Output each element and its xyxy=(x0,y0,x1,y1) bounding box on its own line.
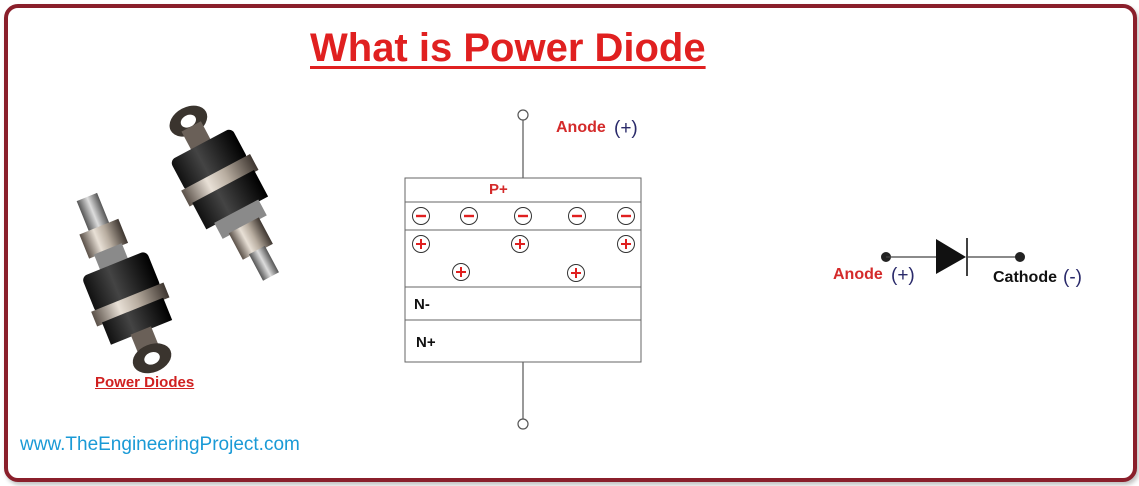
symbol-cathode-node xyxy=(1015,252,1025,262)
negative-charges xyxy=(412,207,635,225)
symbol-anode-sign: (+) xyxy=(891,265,915,286)
symbol-cathode-label: Cathode xyxy=(993,269,1057,286)
diode-symbol: Anode (+) Cathode (-) xyxy=(833,238,1082,288)
negative-charge xyxy=(568,207,586,225)
layer-p-plus-label: P+ xyxy=(489,181,508,198)
negative-charge xyxy=(412,207,430,225)
symbol-cathode-sign: (-) xyxy=(1063,267,1082,288)
positive-charge xyxy=(617,235,635,253)
negative-charge xyxy=(460,207,478,225)
website-link[interactable]: www.TheEngineeringProject.com xyxy=(20,434,300,455)
structure-anode-label: Anode xyxy=(556,119,606,136)
anode-terminal xyxy=(517,109,529,121)
layer-n-minus-label: N- xyxy=(414,296,430,313)
power-diodes-image xyxy=(76,105,279,374)
positive-charge xyxy=(452,263,470,281)
diode-triangle xyxy=(936,239,966,274)
positive-charges xyxy=(412,235,635,282)
negative-charge xyxy=(514,207,532,225)
layer-stack xyxy=(404,177,642,363)
positive-charge xyxy=(412,235,430,253)
positive-charge xyxy=(567,264,585,282)
page-title: What is Power Diode xyxy=(310,26,706,70)
symbol-anode-label: Anode xyxy=(833,266,883,283)
layer-n-plus-label: N+ xyxy=(416,334,436,351)
positive-charge xyxy=(511,235,529,253)
cathode-terminal xyxy=(517,418,529,430)
structure-anode-sign: (+) xyxy=(614,118,638,139)
photo-caption: Power Diodes xyxy=(95,374,195,391)
negative-charge xyxy=(617,207,635,225)
diode-structure-diagram: Anode (+) P+ N- N+ xyxy=(404,109,642,430)
